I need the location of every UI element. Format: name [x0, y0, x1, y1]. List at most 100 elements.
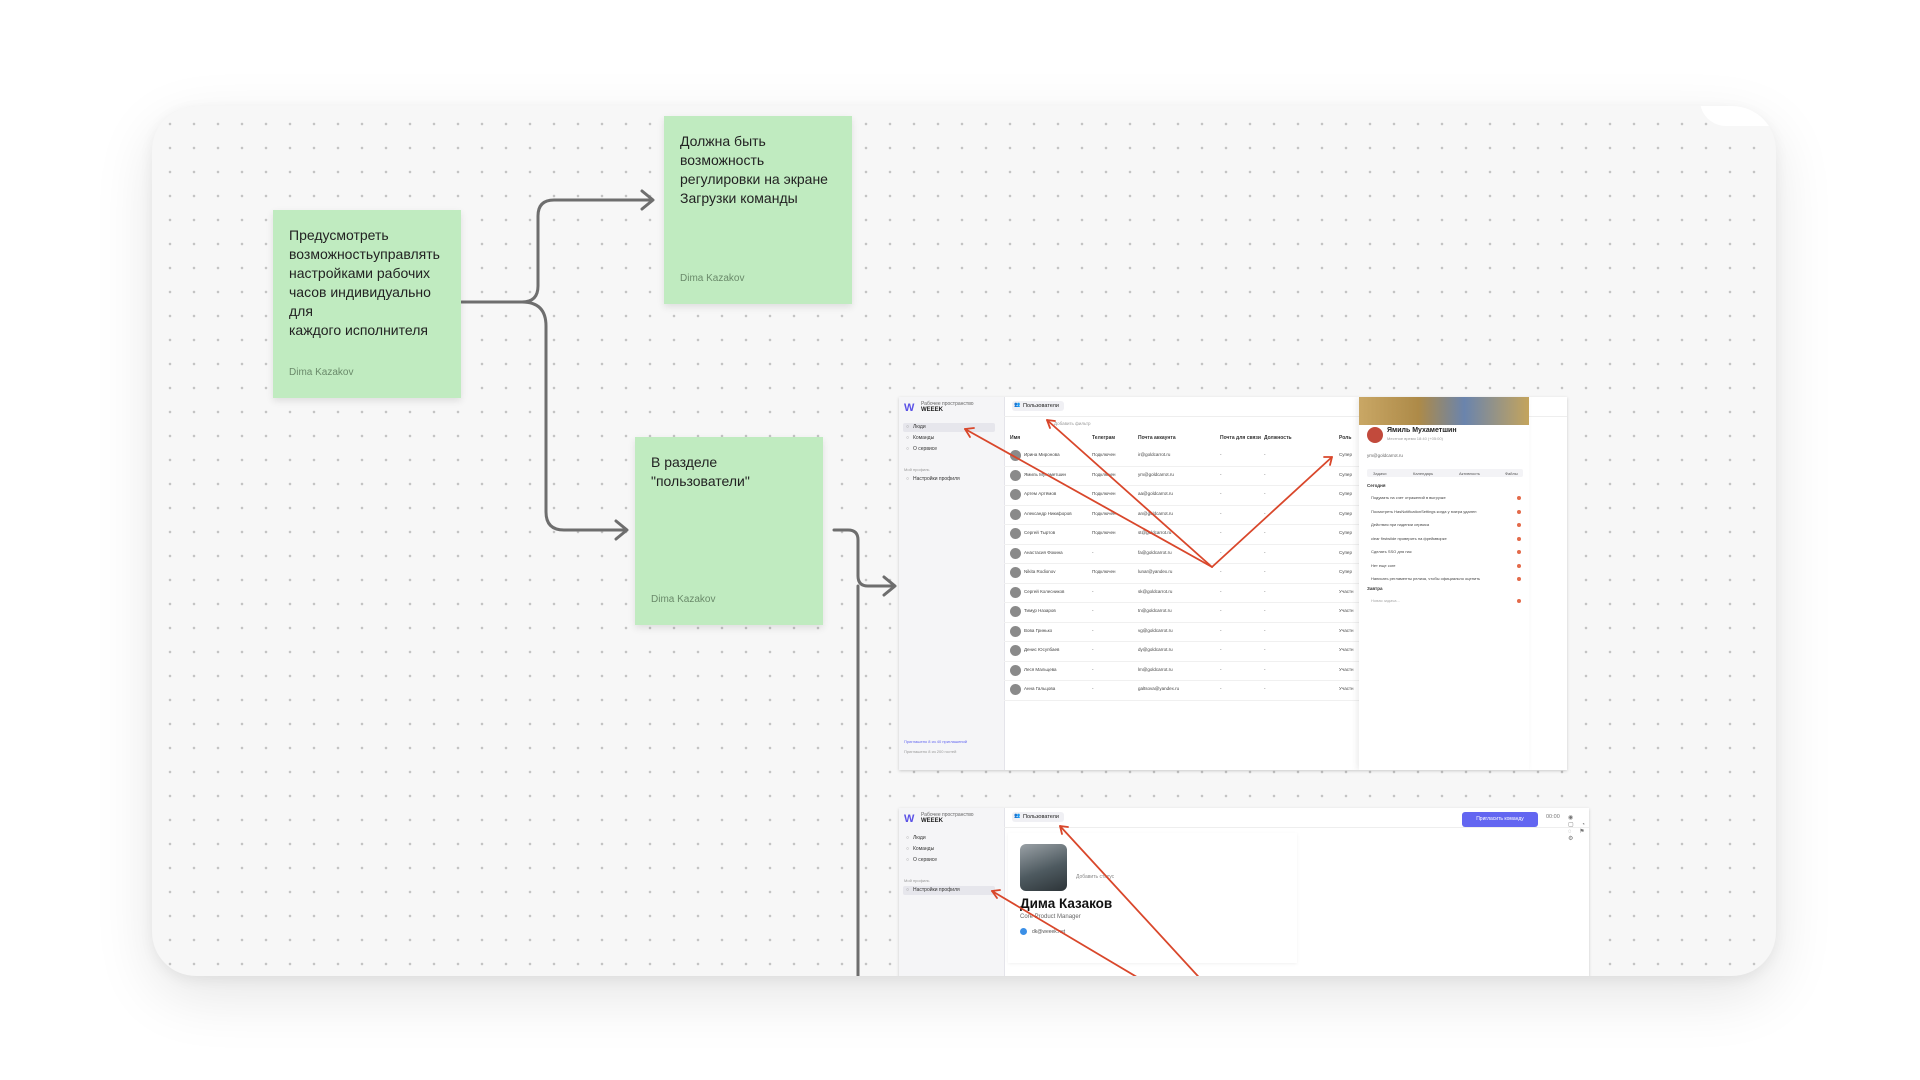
table-row[interactable]: Леся Мальцева-lm@goldcarrot.ru--Участн: [1004, 661, 1384, 681]
tomorrow-label: Завтра: [1367, 586, 1383, 591]
timer[interactable]: 00:00: [1546, 814, 1560, 820]
add-status-button[interactable]: Добавить статус: [1076, 874, 1115, 880]
panel-user-subtitle: Местное время 18:40 (+05:00): [1387, 436, 1443, 441]
email-cell: dy@goldcarrot.ru: [1138, 647, 1173, 652]
whiteboard-canvas[interactable]: Предусмотреть возможностьуправлять настр…: [152, 106, 1776, 976]
table-row[interactable]: Сергей Колесников-sk@goldcarrot.ru--Учас…: [1004, 583, 1384, 603]
app-topbar: Пользователи: [1004, 397, 1567, 417]
table-row[interactable]: Вова Гринько-vg@goldcarrot.ru--Участн: [1004, 622, 1384, 642]
invite-team-button[interactable]: Пригласить команду: [1462, 812, 1538, 827]
email-cell: aa@goldcarrot.ru: [1138, 491, 1173, 496]
table-row[interactable]: Анастасия Фокина-fa@goldcarrot.ru--Супер: [1004, 544, 1384, 564]
sidebar-section-label: Мой профиль: [904, 467, 930, 472]
connector-to-screens: [832, 528, 896, 588]
toolbar-icons[interactable]: ◉ ▢ ◔ ◌ ⚑ ⚙: [1568, 815, 1588, 842]
tab-tasks[interactable]: Задачи: [1373, 471, 1387, 476]
arrowhead-screens: [882, 575, 897, 597]
sidebar-item-teams[interactable]: Команды: [903, 434, 995, 443]
red-arrow-to-people: [964, 428, 1213, 568]
contact-email-cell: -: [1220, 452, 1222, 457]
tab-activity[interactable]: Активность: [1459, 471, 1481, 476]
col-header-name[interactable]: Имя: [1010, 435, 1021, 441]
avatar: [1010, 450, 1021, 461]
task-item[interactable]: clear firstwiide проверить на фреймворке: [1371, 534, 1523, 544]
sticky-note-work-hours[interactable]: Предусмотреть возможностьуправлять настр…: [273, 210, 461, 398]
sidebar-item-people[interactable]: Люди: [903, 423, 995, 432]
sidebar-item-profile-settings[interactable]: Настройки профиля: [903, 886, 995, 895]
profile-settings-screenshot[interactable]: W Рабочее пространство WEEEK Люди Команд…: [899, 808, 1589, 976]
panel-user-email: ym@goldcarrot.ru: [1367, 453, 1403, 458]
position-cell: -: [1264, 686, 1266, 691]
email-cell: fa@goldcarrot.ru: [1138, 549, 1172, 555]
position-cell: -: [1264, 608, 1266, 613]
profile-photo[interactable]: [1020, 844, 1067, 891]
col-header-email[interactable]: Почта аккаунта: [1138, 435, 1176, 441]
telegram-cell: -: [1092, 647, 1094, 652]
tab-calendar[interactable]: Календарь: [1413, 471, 1434, 476]
sticky-note-users-section[interactable]: В разделе "пользователи" Dima Kazakov: [635, 437, 823, 625]
avatar: [1010, 664, 1021, 676]
contact-email-cell: -: [1220, 491, 1222, 496]
task-item[interactable]: Действия при падении сервиса: [1371, 520, 1523, 530]
contact-email-cell: -: [1220, 569, 1222, 574]
profile-card: Добавить статус Дима Казаков Core Produc…: [1008, 833, 1297, 963]
avatar: [1010, 567, 1021, 578]
app-sidebar: W Рабочее пространство WEEEK Люди Команд…: [899, 808, 1005, 976]
role-cell: Участн: [1339, 666, 1354, 672]
email-cell: sk@goldcarrot.ru: [1138, 588, 1173, 594]
task-item[interactable]: Нет еще core: [1371, 561, 1523, 571]
telegram-cell: -: [1092, 588, 1094, 594]
red-arrow-to-breadcrumb-2: [1059, 825, 1200, 976]
users-screen-screenshot[interactable]: W Рабочее пространство WEEEK Люди Команд…: [899, 397, 1567, 770]
sidebar-item-people[interactable]: Люди: [903, 834, 995, 843]
table-row[interactable]: Тимур Назаров-tn@goldcarrot.ru--Участн: [1004, 602, 1384, 623]
sidebar-item-teams[interactable]: Команды: [903, 845, 995, 854]
user-name-cell: Тимур Назаров: [1024, 608, 1056, 613]
workspace-name: WEEEK: [921, 407, 944, 413]
avatar: [1010, 586, 1021, 598]
sidebar-item-about[interactable]: О сервисе: [903, 445, 995, 454]
workspace-switcher[interactable]: Рабочее пространство WEEEK: [921, 812, 974, 824]
role-cell: Участн: [1339, 608, 1354, 613]
telegram-cell: Подключен: [1092, 510, 1116, 516]
breadcrumb-users[interactable]: Пользователи: [1012, 812, 1064, 822]
email-cell: lunar@yandex.ru: [1138, 569, 1173, 574]
new-task-input[interactable]: Новая задача...: [1371, 596, 1523, 606]
table-row[interactable]: Анна Гальцова-galtsova@yandex.ru--Участн: [1004, 680, 1384, 701]
workspace-switcher[interactable]: Рабочее пространство WEEEK: [921, 401, 974, 413]
weeek-logo: W: [904, 813, 915, 825]
role-cell: Супер: [1339, 549, 1352, 555]
user-profile-panel: Ямиль Мухаметшин Местное время 18:40 (+0…: [1359, 397, 1529, 770]
email-cell: ir@goldcarrot.ru: [1138, 452, 1171, 457]
col-header-role[interactable]: Роль: [1339, 435, 1352, 441]
avatar: [1010, 606, 1021, 617]
col-header-position[interactable]: Должность: [1264, 435, 1292, 441]
user-name-cell: Денис Юсупбаев: [1024, 647, 1060, 652]
sidebar-item-about[interactable]: О сервисе: [903, 856, 995, 865]
sidebar-section-label: Мой профиль: [904, 878, 930, 883]
table-row[interactable]: Денис Юсупбаев-dy@goldcarrot.ru--Участн: [1004, 641, 1384, 662]
tab-files[interactable]: Файлы: [1505, 471, 1518, 476]
profile-role: Core Product Manager: [1020, 914, 1081, 920]
role-cell: Супер: [1339, 471, 1352, 477]
position-cell: -: [1264, 549, 1266, 555]
guest-limit-text: Приглашено 8 из 200 гостей: [904, 749, 957, 754]
col-header-telegram[interactable]: Телеграм: [1092, 435, 1116, 441]
breadcrumb-users[interactable]: Пользователи: [1012, 401, 1064, 411]
sidebar-item-profile-settings[interactable]: Настройки профиля: [903, 475, 995, 484]
task-item[interactable]: Посмотреть HasNotificationSettings когда…: [1371, 507, 1523, 517]
telegram-icon: [1020, 928, 1027, 935]
task-item[interactable]: Сделать SSO для нас: [1371, 547, 1523, 557]
filter-input[interactable]: Добавить фильтр: [1054, 421, 1091, 426]
col-header-contact[interactable]: Почта для связи: [1220, 435, 1261, 441]
avatar: [1010, 625, 1021, 637]
sticky-note-team-load[interactable]: Должна быть возможность регулировки на э…: [664, 116, 852, 304]
connector-to-users-sticky: [460, 300, 628, 532]
task-item[interactable]: Подумать на счет отражений в выгрузке: [1371, 493, 1523, 503]
task-item[interactable]: Написать регламенты релиза, чтобы официа…: [1371, 574, 1523, 584]
